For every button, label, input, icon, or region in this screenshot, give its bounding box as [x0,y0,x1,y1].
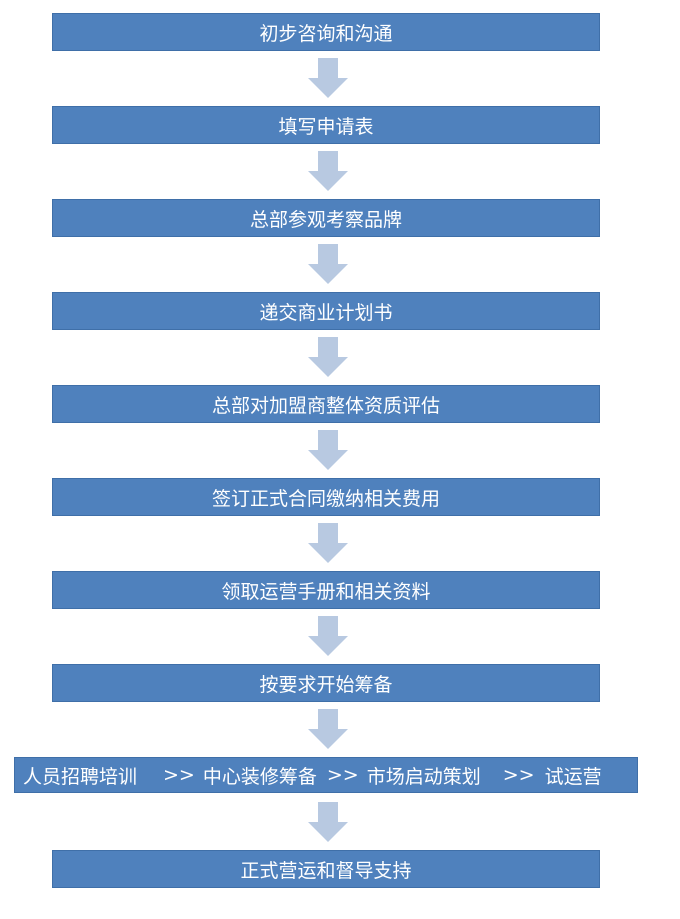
step-1-initial-consultation: 初步咨询和沟通 [52,13,600,51]
step-7-receive-manual: 领取运营手册和相关资料 [52,571,600,609]
task-trial-operation: 试运营 [544,765,602,788]
step-5-label: 总部对加盟商整体资质评估 [211,394,440,417]
step-8-label: 按要求开始筹备 [259,673,393,696]
separator-3: >> [502,764,535,786]
down-arrow-icon [308,58,348,98]
step-4-business-plan: 递交商业计划书 [52,292,600,330]
step-5-qualification-assessment: 总部对加盟商整体资质评估 [52,385,600,423]
down-arrow-icon [308,523,348,563]
step-4-label: 递交商业计划书 [259,301,393,324]
step-8-start-preparation: 按要求开始筹备 [52,664,600,702]
step-6-label: 签订正式合同缴纳相关费用 [211,487,440,510]
step-3-label: 总部参观考察品牌 [249,208,402,231]
step-10-formal-operation: 正式营运和督导支持 [52,850,600,888]
step-9-parallel-tasks: 人员招聘培训 >> 中心装修筹备 >> 市场启动策划 >> 试运营 [14,757,638,793]
step-10-label: 正式营运和督导支持 [240,859,412,882]
down-arrow-icon [308,616,348,656]
down-arrow-icon [308,244,348,284]
separator-1: >> [163,764,195,786]
task-staff-recruitment: 人员招聘培训 [23,765,138,788]
step-2-application-form: 填写申请表 [52,106,600,144]
separator-2: >> [326,764,359,786]
step-3-hq-visit: 总部参观考察品牌 [52,199,600,237]
down-arrow-icon [308,709,348,749]
down-arrow-icon [308,430,348,470]
down-arrow-icon [308,151,348,191]
step-2-label: 填写申请表 [278,115,374,138]
down-arrow-icon [308,337,348,377]
step-1-label: 初步咨询和沟通 [259,22,393,45]
step-6-sign-contract: 签订正式合同缴纳相关费用 [52,478,600,516]
task-center-renovation: 中心装修筹备 [202,765,317,788]
step-7-label: 领取运营手册和相关资料 [221,580,431,603]
down-arrow-icon [308,802,348,842]
task-market-launch: 市场启动策划 [366,765,481,788]
